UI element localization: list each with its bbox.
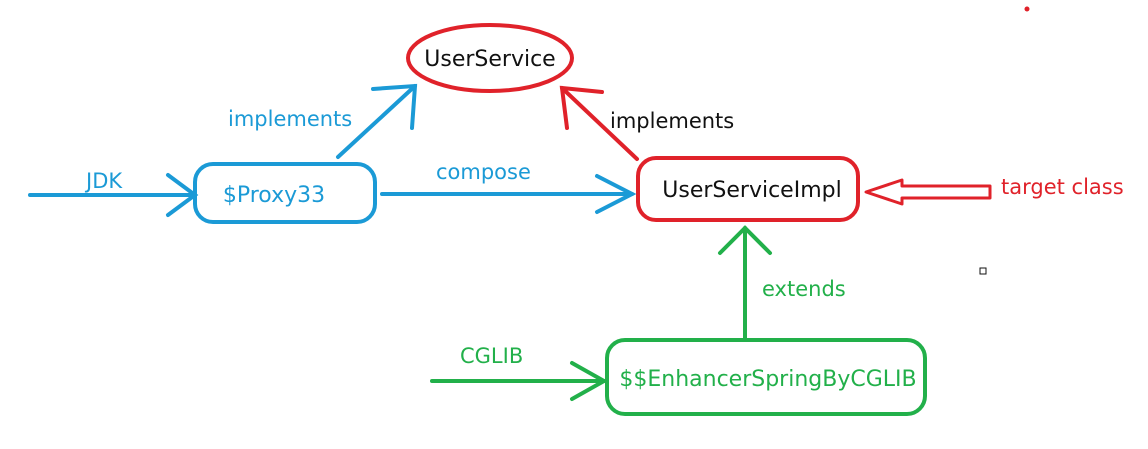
proxy33-label: $Proxy33: [223, 183, 325, 208]
extends-label: extends: [762, 277, 846, 301]
implements-black-label: implements: [610, 109, 734, 133]
node-enhancer: $$EnhancerSpringByCGLIB: [605, 338, 927, 416]
implements-blue-label: implements: [228, 107, 352, 131]
enhancer-label: $$EnhancerSpringByCGLIB: [619, 367, 916, 392]
arrow-proxy-compose-impl: [380, 174, 637, 214]
user-service-impl-box: [636, 156, 860, 222]
jdk-label: JDK: [84, 169, 123, 193]
node-user-service-impl: UserServiceImpl: [636, 156, 860, 222]
arrow-jdk-to-proxy: [28, 173, 199, 217]
user-service-impl-label: UserServiceImpl: [662, 178, 841, 203]
arrow-target-class: [864, 178, 992, 206]
arrow-enhancer-extends-impl: [718, 225, 772, 340]
user-service-label: UserService: [424, 47, 555, 72]
target-class-label: target class: [1001, 175, 1124, 199]
arrow-cglib-to-enhancer: [430, 361, 609, 401]
red-dot-mark: [1024, 6, 1030, 12]
enhancer-box: [605, 338, 927, 416]
small-square-mark: [979, 267, 987, 275]
hollow-arrow-shape: [864, 178, 992, 206]
cglib-label: CGLIB: [460, 344, 523, 368]
arrow-impl-implements-userservice: [559, 85, 639, 161]
compose-label: compose: [436, 160, 531, 184]
arrow-proxy-implements-userservice: [336, 83, 418, 159]
node-user-service: UserService: [406, 23, 574, 93]
node-proxy33: $Proxy33: [193, 162, 377, 224]
user-service-ellipse: [406, 23, 574, 93]
